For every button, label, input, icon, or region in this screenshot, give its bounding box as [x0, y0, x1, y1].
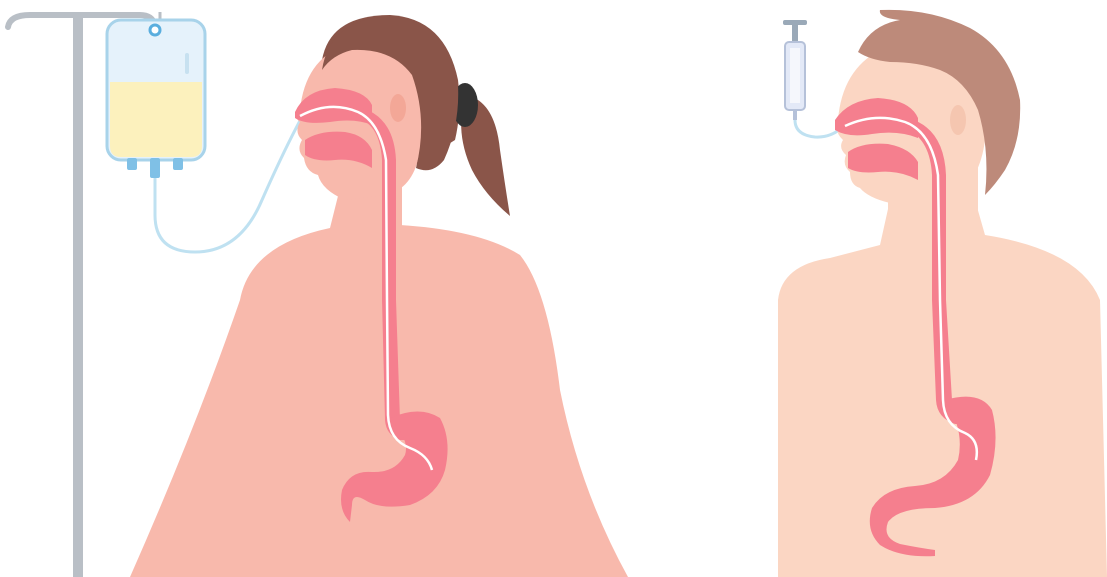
syringe-tip [793, 110, 797, 120]
syringe-plunger-top [783, 20, 807, 25]
male-ear [950, 105, 966, 135]
iv-bag-port-left [127, 158, 137, 170]
syringe-plunger-rod [792, 25, 798, 43]
female-ear [390, 94, 406, 122]
syringe-barrel-inner [790, 48, 800, 103]
feeding-formula [110, 82, 202, 157]
iv-pole-stand [73, 15, 83, 577]
iv-bag [107, 20, 302, 252]
male-figure [778, 10, 1107, 577]
iv-bag-hang-hole [150, 25, 160, 35]
iv-bag-port-right [173, 158, 183, 170]
iv-bag-port-center [150, 158, 160, 178]
